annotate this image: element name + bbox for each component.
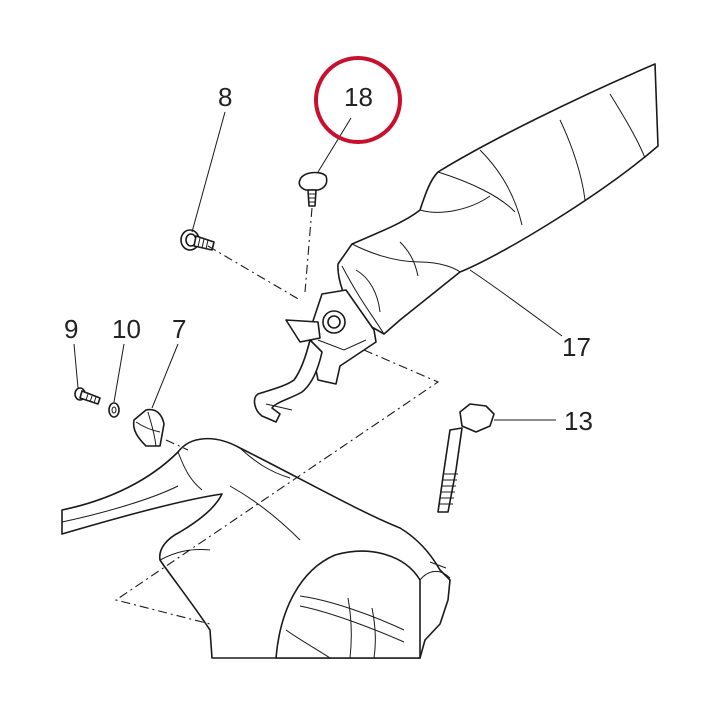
- bolt-13: [437, 403, 495, 513]
- callout-9: 9: [64, 314, 78, 344]
- callout-7: 7: [172, 314, 186, 344]
- leader-lines: [73, 111, 563, 421]
- callout-8: 8: [218, 82, 232, 112]
- callout-18: 18: [344, 82, 373, 112]
- screw-8: [180, 229, 215, 251]
- screw-9: [74, 387, 101, 405]
- callout-10: 10: [112, 314, 141, 344]
- highlight-ring: [314, 56, 402, 144]
- washer-10: [108, 402, 120, 418]
- frame-body: [61, 437, 451, 659]
- callout-17: 17: [562, 332, 591, 362]
- clip-7: [132, 408, 165, 447]
- screw-18: [298, 171, 328, 207]
- assembly-lines: [114, 207, 440, 625]
- arm-part-17: [337, 63, 659, 335]
- cable-clip: [253, 339, 323, 423]
- callout-13: 13: [564, 406, 593, 436]
